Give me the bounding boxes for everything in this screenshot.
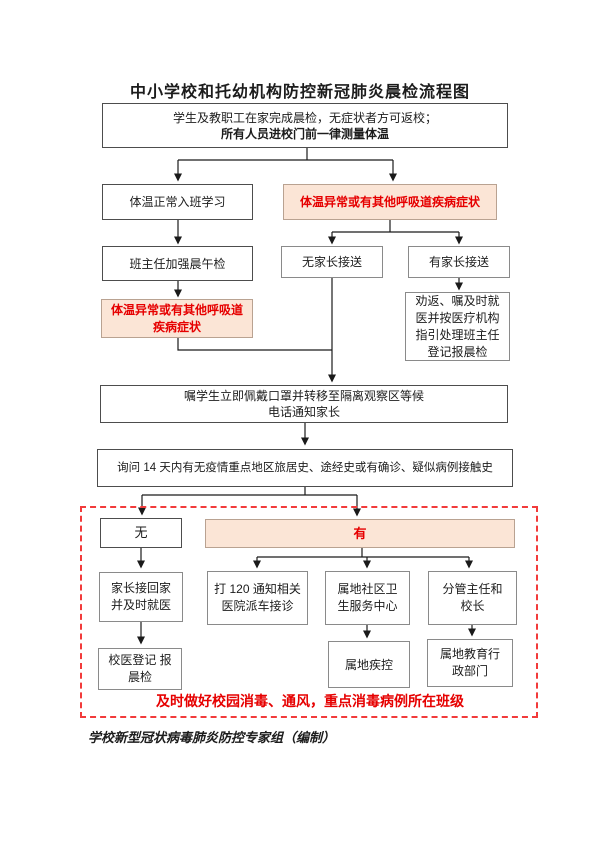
flowchart-title: 中小学校和托幼机构防控新冠肺炎晨检流程图: [129, 84, 470, 101]
box-local-cdc: 属地疾控: [328, 641, 410, 688]
education-dept-line1: 属地教育行: [439, 647, 500, 661]
box-home-morning-check: 学生及教职工在家完成晨检，无症状者方可返校； 所有人员进校门前一律测量体温: [102, 103, 508, 148]
teacher-check-text: 班主任加强晨午检: [129, 256, 226, 271]
community-health-line2: 生服务中心: [337, 599, 398, 613]
school-doctor-line1: 校医登记 报: [108, 653, 172, 667]
advise-line3: 指引处理班主任: [415, 327, 500, 342]
ask-history-text: 询问 14 天内有无疫情重点地区旅居史、途经史或有确诊、疑似病例接触史: [117, 462, 493, 474]
box-teacher-morning-noon-check: 班主任加强晨午检: [102, 246, 253, 281]
abnormal-in-class-line1: 体温异常或有其他呼吸道: [110, 302, 243, 317]
vice-principal-line1: 分管主任和: [442, 582, 503, 596]
school-doctor-line2: 晨检: [127, 670, 152, 684]
box-no-parent-pickup: 无家长接送: [281, 246, 383, 278]
parent-take-home-line1: 家长接回家: [110, 581, 171, 595]
history-no-text: 无: [134, 525, 148, 540]
home-check-text: 学生及教职工在家完成晨检，无症状者方可返校；: [172, 110, 437, 125]
temp-abnormal-gate-text: 体温异常或有其他呼吸道疾病症状: [299, 195, 480, 209]
advise-line2: 医并按医疗机构: [415, 310, 500, 325]
advise-line4: 登记报晨检: [427, 344, 488, 359]
box-history-no: 无: [100, 518, 182, 548]
box-temp-abnormal-gate: 体温异常或有其他呼吸道疾病症状: [283, 184, 497, 220]
box-call-120: 打 120 通知相关 医院派车接诊: [207, 571, 308, 625]
box-local-education-dept: 属地教育行 政部门: [427, 639, 513, 687]
box-parent-take-home: 家长接回家 并及时就医: [99, 572, 183, 622]
advise-line1: 劝返、嘱及时就: [415, 293, 500, 308]
temp-normal-text: 体温正常入班学习: [129, 195, 226, 209]
mask-line2: 电话通知家长: [267, 405, 340, 419]
box-temp-abnormal-in-class: 体温异常或有其他呼吸道 疾病症状: [101, 299, 253, 338]
education-dept-line2: 政部门: [451, 664, 488, 678]
no-parent-text: 无家长接送: [301, 255, 362, 269]
epidemic-handling-dashed-frame: [80, 506, 538, 718]
community-health-line1: 属地社区卫: [337, 582, 398, 596]
call-120-line1: 打 120 通知相关: [214, 582, 301, 596]
mask-line1: 嘱学生立即佩戴口罩并转移至隔离观察区等候: [183, 389, 424, 403]
call-120-line2: 医院派车接诊: [221, 599, 294, 613]
box-school-doctor-register: 校医登记 报 晨检: [98, 648, 182, 690]
box-community-health-center: 属地社区卫 生服务中心: [325, 571, 410, 625]
box-has-parent-pickup: 有家长接送: [408, 246, 510, 278]
box-temp-normal: 体温正常入班学习: [102, 184, 253, 220]
parent-take-home-line2: 并及时就医: [110, 598, 171, 612]
credit-line: 学校新型冠状病毒肺炎防控专家组（编制）: [88, 730, 336, 745]
box-mask-isolation-wait: 嘱学生立即佩戴口罩并转移至隔离观察区等候 电话通知家长: [100, 385, 508, 423]
disinfection-note: 及时做好校园消毒、通风，重点消毒病例所在班级: [156, 693, 464, 709]
vice-principal-line2: 校长: [460, 599, 485, 613]
box-advise-return-register: 劝返、嘱及时就 医并按医疗机构 指引处理班主任 登记报晨检: [405, 292, 510, 361]
abnormal-in-class-line2: 疾病症状: [152, 319, 201, 334]
box-ask-14day-history: 询问 14 天内有无疫情重点地区旅居史、途经史或有确诊、疑似病例接触史: [97, 449, 513, 487]
has-parent-text: 有家长接送: [428, 255, 489, 269]
local-cdc-text: 属地疾控: [344, 657, 393, 672]
box-history-yes: 有: [205, 519, 515, 548]
box-vice-principal-principal: 分管主任和 校长: [428, 571, 517, 625]
history-yes-text: 有: [353, 525, 367, 541]
home-check-text-bold: 所有人员进校门前一律测量体温: [220, 126, 389, 141]
